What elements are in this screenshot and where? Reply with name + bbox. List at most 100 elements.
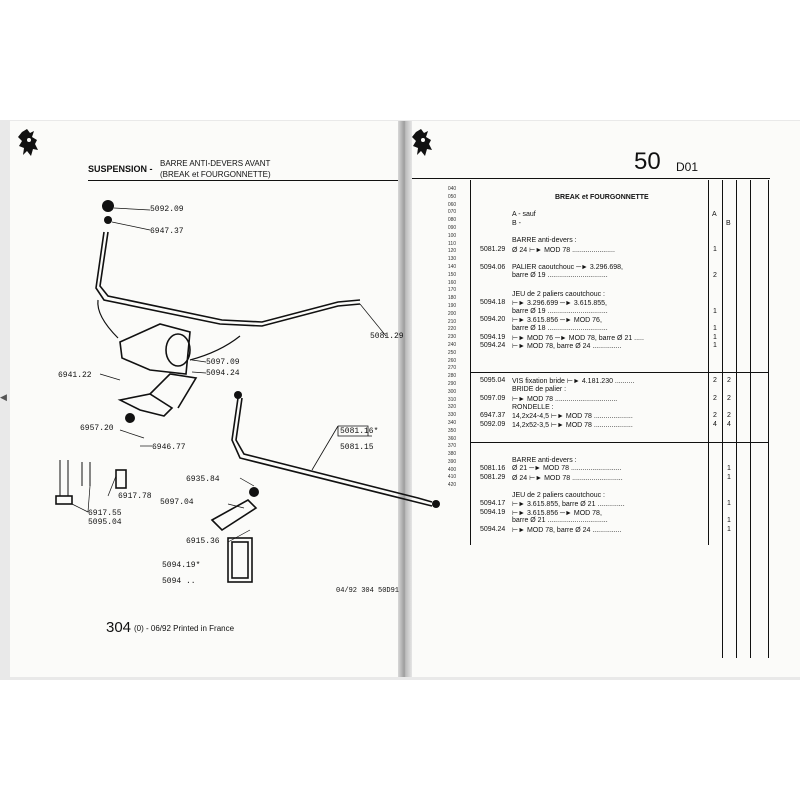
callout-5081-29: 5081.29 — [370, 332, 404, 341]
part-description: ⊢► 3.296.699 ─► 3.615.855, — [512, 300, 607, 307]
qty-column-a: 1 — [713, 246, 717, 253]
line-number: 300 — [447, 388, 457, 395]
line-number: 190 — [447, 302, 457, 309]
part-description: ⊢► MOD 78 ..............................… — [512, 396, 618, 403]
line-number: 220 — [447, 326, 457, 333]
part-description: JEU de 2 paliers caoutchouc : — [512, 492, 605, 499]
line-number: 040 — [447, 186, 457, 192]
table-divider — [708, 180, 709, 545]
line-number: 120 — [447, 248, 457, 255]
line-number: 350 — [447, 427, 457, 434]
callout-6917-55: 6917.55 — [88, 509, 122, 518]
line-number: 230 — [447, 334, 457, 341]
part-description: ⊢► MOD 78, barre Ø 24 ............... — [512, 527, 622, 534]
part-reference: 5094.24 — [480, 526, 506, 533]
part-reference: 6947.37 — [480, 412, 506, 419]
table-divider — [470, 180, 471, 545]
line-number: 270 — [447, 365, 457, 372]
page-number: 304 — [106, 619, 132, 636]
line-number: 340 — [447, 419, 457, 426]
qty-column-a: 1 — [713, 342, 717, 349]
part-description: barre Ø 18 .............................… — [512, 325, 608, 332]
group-number: 50 — [634, 148, 661, 175]
callout-6946-77: 6946.77 — [152, 443, 186, 452]
part-description: RONDELLE : — [512, 404, 554, 411]
line-number: 320 — [447, 404, 457, 411]
part-description: PALIER caoutchouc ─► 3.296.698, — [512, 264, 623, 271]
line-number: 290 — [447, 380, 457, 387]
line-number: 070 — [447, 209, 457, 216]
part-reference: 5092.09 — [480, 421, 506, 428]
callout-5081-16: 5081.16* — [340, 427, 379, 436]
part-description: barre Ø 21 .............................… — [512, 517, 608, 524]
callout-6941-22: 6941.22 — [58, 371, 92, 380]
part-reference: 5081.29 — [480, 246, 506, 253]
group-code: D01 — [676, 160, 699, 174]
part-description: Ø 24 ⊢► MOD 78 .........................… — [512, 475, 623, 482]
part-description: BRIDE de palier : — [512, 386, 567, 393]
column-b-label: B — [726, 220, 731, 227]
line-number: 160 — [447, 279, 457, 286]
qty-column-b: 1 — [727, 526, 731, 533]
callout-5081-15: 5081.15 — [340, 443, 374, 452]
callout-5094: 5094 .. — [162, 577, 196, 586]
column-a-label: A — [712, 211, 717, 218]
table-divider — [722, 180, 723, 658]
part-description: B - — [512, 220, 521, 227]
callout-5097-04: 5097.04 — [160, 498, 194, 507]
part-description: Ø 24 ⊢► MOD 78 ...................... — [512, 247, 615, 254]
part-reference: 5094.19 — [480, 334, 506, 341]
part-reference: 5081.16 — [480, 465, 506, 472]
part-description: Ø 21 ─► MOD 78 .........................… — [512, 465, 622, 472]
part-description: barre Ø 19 .............................… — [512, 308, 608, 315]
row-rule — [470, 442, 768, 443]
line-number: 150 — [447, 271, 457, 278]
callout-5097-09: 5097.09 — [206, 358, 240, 367]
part-description: VIS fixation bride ⊢► 4.181.230 ........… — [512, 378, 635, 385]
line-number: 210 — [447, 318, 457, 325]
book-gutter — [398, 121, 412, 677]
page-title-line2: (BREAK et FOURGONNETTE) — [160, 170, 271, 179]
qty-column-b: 2 — [727, 412, 731, 419]
line-number: 060 — [447, 201, 457, 208]
line-number: 370 — [447, 443, 457, 450]
part-reference: 5094.24 — [480, 342, 506, 349]
part-description: barre Ø 19 .............................… — [512, 272, 608, 279]
line-number: 110 — [448, 240, 456, 247]
qty-column-b: 4 — [727, 421, 731, 428]
qty-column-a: 2 — [713, 377, 717, 384]
line-number: 080 — [447, 217, 457, 224]
callout-5094-19: 5094.19* — [162, 561, 201, 570]
part-description: 14,2x24-4,5 ⊢► MOD 78 ..................… — [512, 413, 633, 420]
part-description: ⊢► 3.615.855, barre Ø 21 .............. — [512, 501, 625, 508]
table-header: BREAK et FOURGONNETTE — [555, 194, 649, 201]
line-number: 130 — [447, 256, 457, 263]
part-reference: 5094.18 — [480, 299, 506, 306]
qty-column-a: 4 — [713, 421, 717, 428]
qty-column-a: 2 — [713, 412, 717, 419]
line-number: 260 — [447, 357, 457, 364]
table-divider — [736, 180, 737, 658]
qty-column-b: 2 — [727, 377, 731, 384]
line-number: 330 — [447, 412, 457, 419]
qty-column-a: 2 — [713, 272, 717, 279]
scroll-left-arrow-icon[interactable]: ◀ — [0, 392, 7, 402]
line-number: 170 — [447, 287, 457, 294]
callout-6915-36: 6915.36 — [186, 537, 220, 546]
qty-column-b: 1 — [727, 517, 731, 524]
line-number: 420 — [447, 482, 457, 489]
part-description: BARRE anti-devers : — [512, 457, 577, 464]
line-number: 410 — [447, 474, 457, 481]
line-number: 250 — [447, 349, 457, 356]
line-number: 280 — [447, 373, 457, 380]
callout-5094-24: 5094.24 — [206, 369, 240, 378]
callout-5092-09: 5092.09 — [150, 205, 184, 214]
qty-column-a: 1 — [713, 325, 717, 332]
qty-column-a: 1 — [713, 334, 717, 341]
part-description: A - sauf — [512, 211, 536, 218]
header-rule — [412, 178, 770, 179]
line-number: 200 — [447, 310, 457, 317]
part-reference: 5095.04 — [480, 377, 506, 384]
qty-column-b: 2 — [727, 395, 731, 402]
right-page — [407, 121, 800, 677]
